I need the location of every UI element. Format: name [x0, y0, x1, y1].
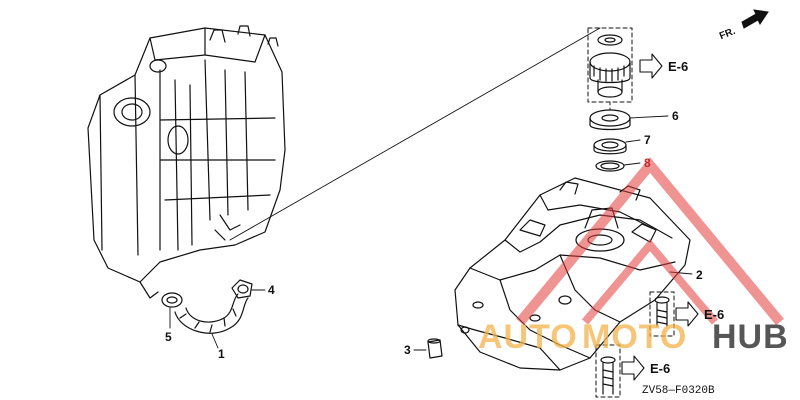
- watermark-triangle: [516, 157, 784, 326]
- ref-label-top: E-6: [668, 59, 689, 74]
- callout-2: 2: [696, 268, 703, 282]
- hose-clamp-5: [161, 292, 183, 308]
- watermark-text-right: HUB: [712, 318, 789, 356]
- front-arrow-icon: [741, 9, 769, 29]
- callout-8: 8: [644, 156, 651, 170]
- callout-7: 7: [644, 133, 651, 147]
- engine-block: [87, 25, 286, 299]
- drawing-code: ZV58—F0320B: [642, 385, 715, 397]
- o-ring-8: [595, 160, 625, 172]
- watermark-text-left: AUTO: [478, 318, 578, 356]
- ref-arrow-top: [639, 53, 663, 79]
- watermark-logo: [516, 157, 784, 326]
- callout-3: 3: [404, 343, 411, 357]
- bearing-6: [589, 109, 631, 131]
- watermark-text-mid: MOTO: [582, 318, 688, 356]
- bolt-mid: [654, 296, 670, 327]
- ref-arrow-bottom: [621, 355, 645, 381]
- extension-case: [454, 177, 691, 371]
- ref-label-bottom: E-6: [650, 361, 671, 376]
- gear-group-box: [587, 27, 633, 103]
- gear-washer: [597, 34, 623, 46]
- gear: [589, 52, 631, 98]
- oil-seal-7: [593, 138, 627, 155]
- callout-5: 5: [165, 330, 172, 344]
- ref-arrow-mid: [675, 301, 699, 327]
- engine-leader-line: [229, 27, 601, 241]
- callout-4: 4: [268, 283, 275, 297]
- bolt-low: [600, 356, 616, 395]
- water-hose: [174, 293, 249, 334]
- callout-6: 6: [672, 109, 679, 123]
- cap-3: [427, 338, 443, 359]
- callout-1: 1: [218, 347, 225, 361]
- clip-4: [231, 279, 253, 299]
- ref-label-mid: E-6: [704, 307, 725, 322]
